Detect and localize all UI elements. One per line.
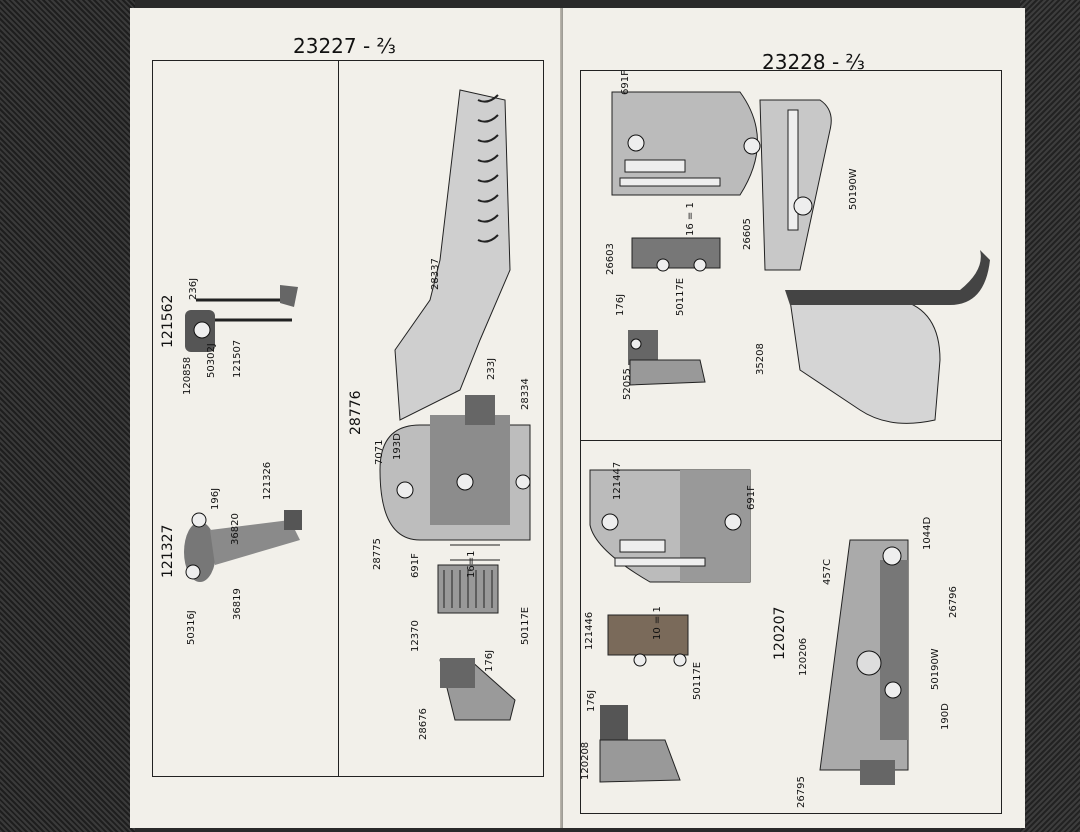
part-label-50117E-b: 50117E xyxy=(692,661,703,700)
part-label-26605: 26605 xyxy=(742,218,753,250)
guide-28776-drawing xyxy=(379,89,531,721)
part-label-121446: 121446 xyxy=(584,611,595,650)
part-label-1044D: 1044D xyxy=(922,516,933,550)
presser-foot-52055-drawing xyxy=(628,330,706,386)
part-label-120208: 120208 xyxy=(580,741,591,780)
throat-plate-121447-drawing xyxy=(589,469,751,583)
attachment-121327-drawing xyxy=(184,510,302,582)
table-background-right xyxy=(1020,0,1080,832)
folder-35208-drawing xyxy=(759,99,990,424)
part-label-190D: 190D xyxy=(940,703,951,730)
presser-foot-120208-drawing xyxy=(599,705,681,783)
right-page-frame xyxy=(580,70,1002,814)
part-label-26795: 26795 xyxy=(796,776,807,808)
gauge-120206-drawing xyxy=(819,539,909,785)
right-frame-divider xyxy=(580,440,1001,441)
part-label-50190W-a: 50190W xyxy=(848,168,859,210)
part-label-691F-b: 691F xyxy=(746,485,757,510)
feed-dog-26603-drawing xyxy=(631,237,721,272)
part-label-10-1-scale: 10 = 1 xyxy=(652,606,663,640)
part-label-50117E-a: 50117E xyxy=(675,277,686,316)
part-label-176J-b: 176J xyxy=(586,689,597,712)
left-page-frame xyxy=(152,60,544,777)
part-label-26603: 26603 xyxy=(605,243,616,275)
part-label-16-1-scale-right: 16 = 1 xyxy=(685,202,696,236)
part-label-35208: 35208 xyxy=(755,343,766,375)
table-background-left xyxy=(0,0,135,832)
part-label-176J-a: 176J xyxy=(615,293,626,316)
left-page-title: 23227 - ⅔ xyxy=(293,34,396,58)
part-label-121447: 121447 xyxy=(612,461,623,500)
left-frame-divider xyxy=(338,60,339,776)
throat-plate-26605-drawing xyxy=(611,91,761,196)
group-label-120207: 120207 xyxy=(772,606,788,660)
part-label-26796: 26796 xyxy=(948,586,959,618)
presser-foot-121562-drawing xyxy=(185,285,298,352)
part-label-120206: 120206 xyxy=(798,637,809,676)
part-label-691F-a: 691F xyxy=(620,70,631,95)
part-label-52055: 52055 xyxy=(622,368,633,400)
feed-dog-121446-drawing xyxy=(607,614,689,667)
part-label-50190W-b: 50190W xyxy=(930,648,941,690)
part-label-457C: 457C xyxy=(822,558,833,585)
